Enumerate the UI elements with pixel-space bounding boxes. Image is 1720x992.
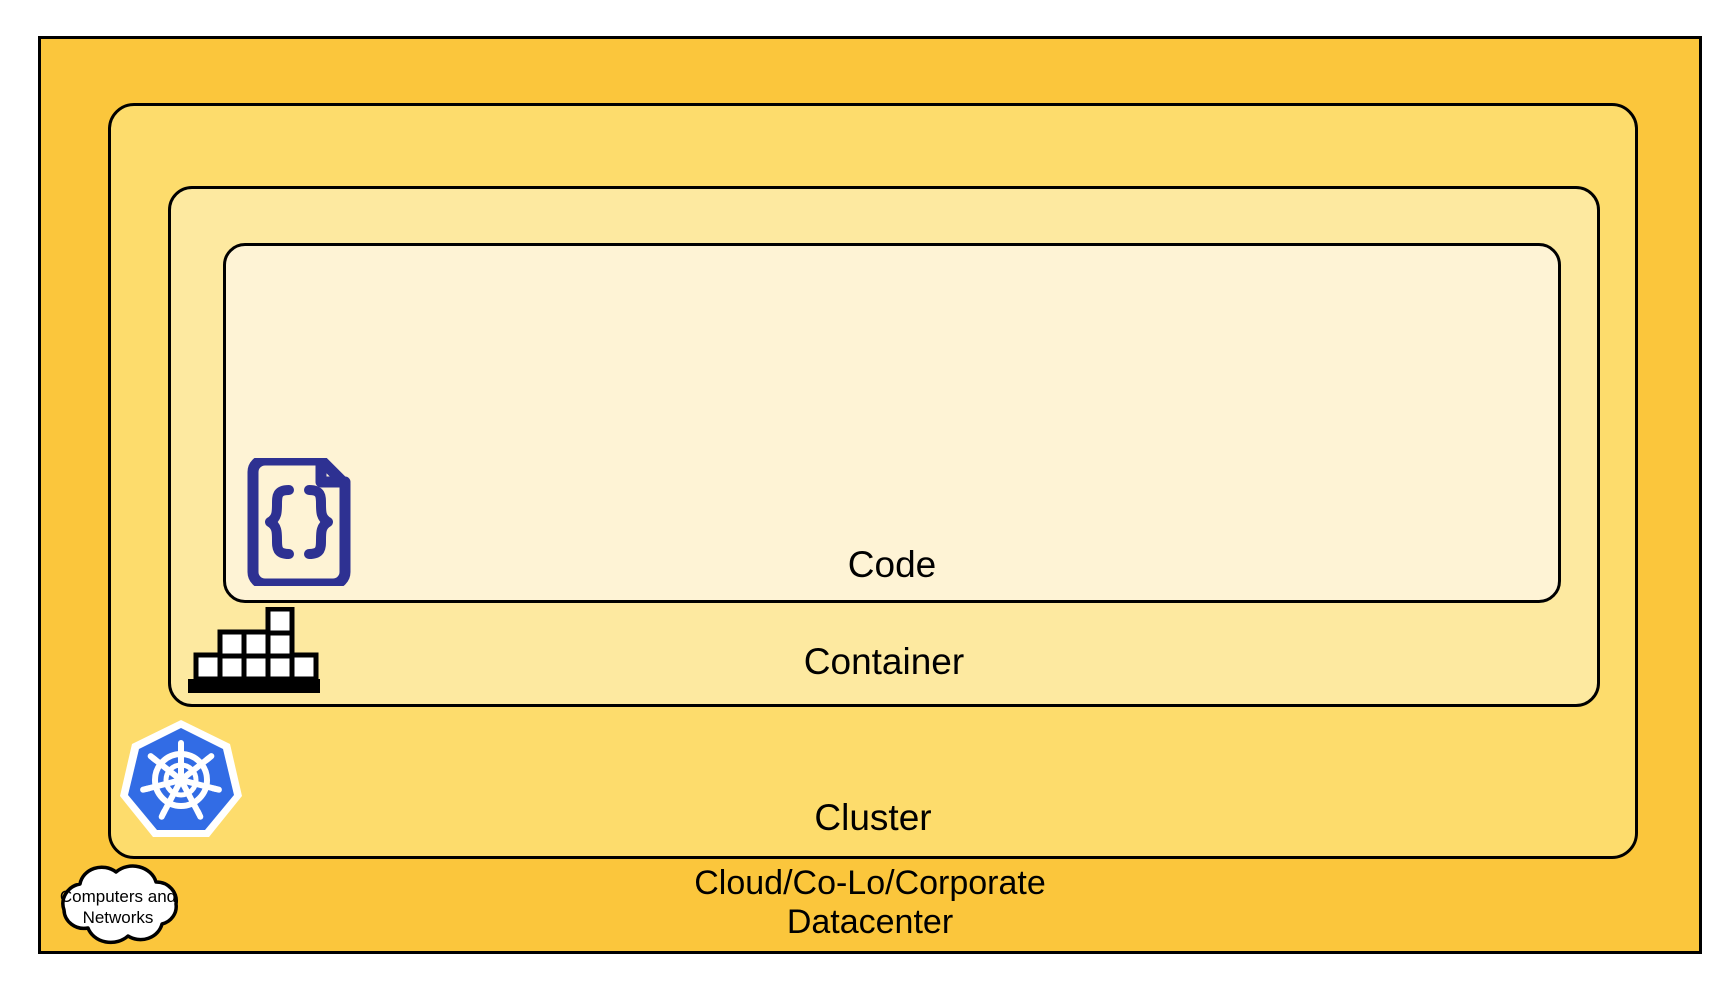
code-json-document-icon-svg <box>247 458 351 586</box>
kubernetes-helm-wheel-icon <box>120 718 242 840</box>
layer-label-cluster: Cluster <box>814 797 932 838</box>
layer-code[interactable] <box>223 243 1561 603</box>
container-stack-icon-svg <box>188 607 320 693</box>
layer-label-code: Code <box>847 544 937 585</box>
kubernetes-helm-wheel-icon-svg <box>120 720 242 837</box>
layer-label-container: Container <box>803 641 965 682</box>
cloud-shape-icon <box>61 864 178 945</box>
layer-label-datacenter: Cloud/Co-Lo/Corporate Datacenter <box>694 864 1046 942</box>
code-json-document-icon <box>243 458 355 586</box>
container-stack-icon <box>186 607 322 697</box>
